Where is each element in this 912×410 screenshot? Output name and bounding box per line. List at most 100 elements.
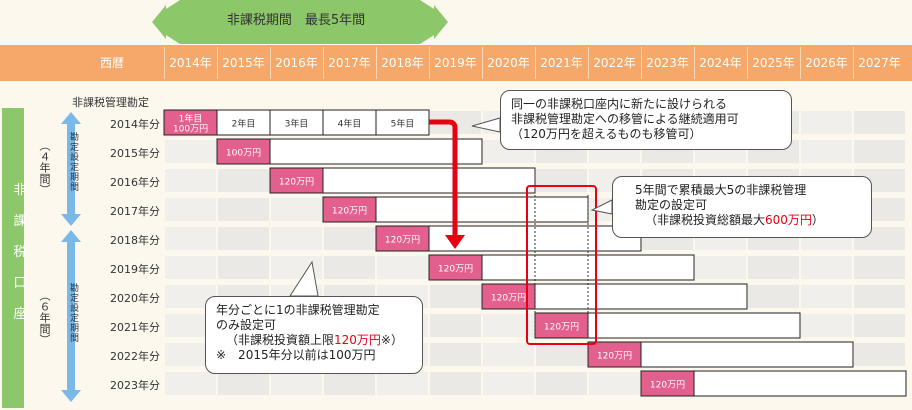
- year-header-cell: 2025年: [752, 56, 795, 70]
- year-header-cell: 2027年: [858, 56, 901, 70]
- banner-arrow-right-tip: [434, 5, 448, 39]
- first-year-cell: [587, 341, 642, 368]
- transfer-arrow-line: [429, 119, 458, 237]
- cell-text: 2年目: [232, 118, 256, 130]
- year-header-cell: 2021年: [540, 56, 583, 70]
- cell-text: 120万円: [544, 322, 579, 333]
- cell-text: 100万円: [173, 124, 208, 135]
- cell-text: 120万円: [650, 380, 685, 391]
- cell-text: 120万円: [491, 293, 526, 304]
- callout-transfer: 同一の非課税口座内に新たに設けられる 非課税管理勘定への移管による継続適用可 （…: [500, 90, 792, 150]
- grid-cell: [324, 372, 375, 395]
- cell-text: 3年目: [285, 118, 309, 130]
- cell-text: 5年目: [391, 118, 415, 130]
- row-label: 2020年分: [110, 292, 160, 305]
- grid-cell: [165, 140, 216, 163]
- highlight-frame: [526, 185, 597, 345]
- first-year-cell: [534, 312, 589, 339]
- grid-cell: [165, 227, 216, 250]
- grid-cell: [165, 285, 216, 308]
- row-label: 2014年分: [110, 118, 160, 131]
- period-group-2-years: （６年間）: [38, 290, 51, 345]
- grid-cell: [536, 372, 587, 395]
- grid-cell: [271, 227, 322, 250]
- grid-cell: [377, 372, 428, 395]
- row-label: 2017年分: [110, 205, 160, 218]
- cell-text: 120万円: [438, 264, 473, 275]
- account-label-char: 座: [13, 307, 27, 322]
- row-label: 2019年分: [110, 263, 160, 276]
- year-header-cell: 2020年: [487, 56, 530, 70]
- cell-text: 120万円: [279, 177, 314, 188]
- callout-cumulative-line3-pre: （非課税投資総額最大: [645, 213, 766, 227]
- cell-text: 4年目: [338, 118, 362, 130]
- account-label-char: 税: [13, 245, 27, 260]
- grid-cell: [218, 169, 269, 192]
- banner-arrow-shape: [166, 0, 434, 44]
- header-separator: [429, 47, 430, 79]
- period-group-2-label: 勘定設定期間: [68, 283, 78, 343]
- period-arrow-2: [61, 230, 81, 402]
- grid-cell: [430, 314, 481, 337]
- year-header-cell: 2017年: [328, 56, 371, 70]
- header-separator: [482, 47, 483, 79]
- account-label-char: 課: [13, 214, 27, 229]
- kanri-label: 非課税管理勘定: [72, 96, 149, 109]
- cell-text: 1年目: [179, 113, 203, 125]
- grid-cell: [854, 140, 905, 163]
- callout-annual-line4: ※ 2015年分以前は100万円: [216, 348, 376, 362]
- year-header-cell: 2018年: [381, 56, 424, 70]
- grid-cell: [218, 198, 269, 221]
- callout-cumulative-line3-red: 600万円: [765, 213, 812, 227]
- row-label: 2022年分: [110, 350, 160, 363]
- grid-cell: [536, 343, 587, 366]
- callout-annual-line3-red: 120万円: [334, 333, 381, 347]
- account-label-char: 口: [13, 276, 27, 291]
- first-year-cell: [375, 225, 430, 252]
- first-year-cell: [428, 254, 483, 281]
- grid-cell: [165, 198, 216, 221]
- year-header-cell: 2019年: [434, 56, 477, 70]
- header-separator: [747, 47, 748, 79]
- year-header-cell: 2014年: [169, 56, 212, 70]
- seireki-label: 西暦: [99, 56, 124, 70]
- grid-cell: [748, 256, 799, 279]
- header-separator: [641, 47, 642, 79]
- period-arrow-1: [61, 112, 81, 226]
- grid-cell: [748, 285, 799, 308]
- header-separator: [270, 47, 271, 79]
- cell-text: 120万円: [332, 206, 367, 217]
- cell-text: 120万円: [385, 235, 420, 246]
- year-header-cell: 2024年: [699, 56, 742, 70]
- grid-cell: [801, 111, 852, 134]
- callout-transfer-line3: （120万円を超えるものも移管可）: [511, 127, 702, 141]
- callout-cumulative: 5年間で累積最大5の非課税管理 勘定の設定可 （非課税投資総額最大600万円）: [612, 176, 872, 238]
- grid-cell: [165, 372, 216, 395]
- first-year-cell: [322, 196, 377, 223]
- grid-cell: [324, 227, 375, 250]
- grid-cell: [695, 256, 746, 279]
- grid-cell: [218, 227, 269, 250]
- account-strip: [2, 108, 24, 408]
- year-header-cell: 2015年: [222, 56, 265, 70]
- period-group-1-years: （４年間）: [38, 140, 51, 195]
- row-label: 2023年分: [110, 379, 160, 392]
- header-separator: [800, 47, 801, 79]
- header-separator: [694, 47, 695, 79]
- row-label: 2015年分: [110, 147, 160, 160]
- grid-cell: [430, 372, 481, 395]
- callout-cumulative-line1: 5年間で累積最大5の非課税管理: [635, 183, 807, 197]
- cell-text: 120万円: [597, 351, 632, 362]
- period-banner: [152, 0, 448, 44]
- grid-cell: [801, 140, 852, 163]
- grid-cell: [218, 256, 269, 279]
- callout-annual-line1: 年分ごとに1の非課税管理勘定: [216, 303, 380, 317]
- callout-annual: 年分ごとに1の非課税管理勘定 のみ設定可 （非課税投資額上限120万円※） ※ …: [205, 296, 423, 374]
- grid-cell: [377, 256, 428, 279]
- year-header-cell: 2026年: [805, 56, 848, 70]
- row-label: 2016年分: [110, 176, 160, 189]
- grid-cell: [854, 343, 905, 366]
- year-header-bar: [0, 45, 912, 81]
- grid-cell: [165, 343, 216, 366]
- period-group-1-label: 勘定設定期間: [68, 132, 78, 192]
